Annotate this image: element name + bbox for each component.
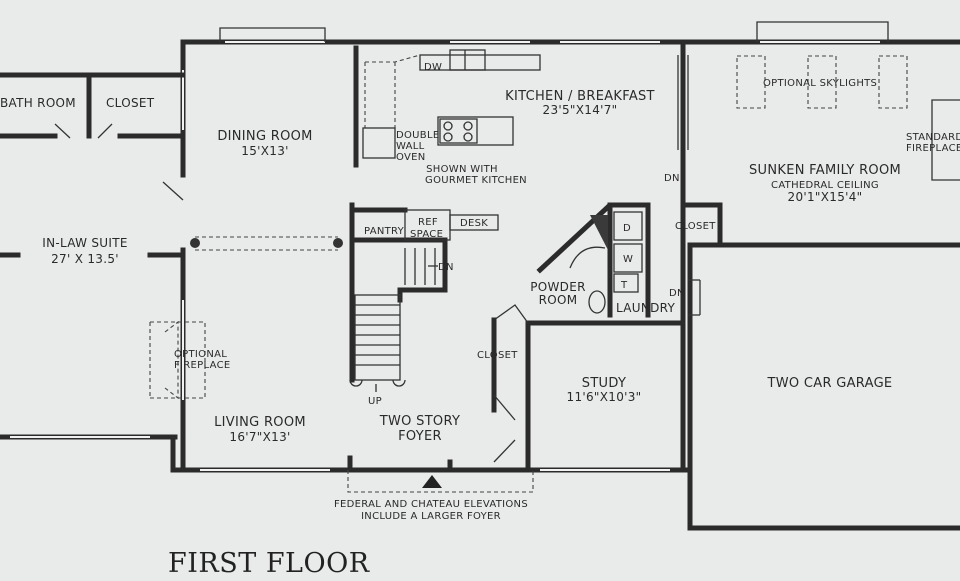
family-name: SUNKEN FAMILY ROOM (749, 163, 901, 178)
garage-name: TWO CAR GARAGE (767, 376, 893, 391)
ref-line1: REF (418, 217, 438, 228)
inlaw-name: IN-LAW SUITE (42, 236, 128, 250)
garage-down-label: DN (669, 288, 685, 299)
pantry-block (353, 207, 499, 241)
family-size: 20'1"X15'4" (788, 190, 863, 204)
interior-walls (170, 45, 723, 473)
windows (182, 41, 880, 471)
dining-name: DINING ROOM (217, 129, 312, 144)
plan-title: FIRST FLOOR (168, 548, 370, 579)
living-size: 16'7"X13' (229, 430, 290, 444)
dining-size: 15'X13' (241, 144, 288, 158)
ceiling-beam (190, 236, 343, 251)
note-labels: SHOWN WITH GOURMET KITCHEN OPTIONAL SKYL… (174, 78, 960, 522)
optional-fireplace-line1: OPTIONAL (174, 349, 227, 360)
washer-label: W (623, 254, 633, 265)
powder-line2: ROOM (539, 293, 578, 307)
gourmet-note-line1: SHOWN WITH (426, 164, 498, 175)
oven-line1: DOUBLE (396, 130, 439, 141)
entry-porch (347, 470, 534, 493)
fixture-labels: DW DOUBLE WALL OVEN D W T (396, 62, 633, 291)
living-name: LIVING ROOM (214, 415, 306, 430)
elevation-note-line2: INCLUDE A LARGER FOYER (361, 511, 501, 522)
gourmet-note-line2: GOURMET KITCHEN (425, 175, 527, 186)
standard-fireplace-line1: STANDARD (906, 132, 960, 143)
laundry-fixtures (569, 211, 701, 316)
dishwasher-label: DW (424, 62, 442, 73)
toilet-label: T (620, 280, 628, 291)
stairs-up-label: UP (368, 396, 382, 407)
stairs-down-label: DN (438, 262, 454, 273)
standard-fireplace-line2: FIREPLACE (906, 143, 960, 154)
optional-fireplace (149, 320, 206, 400)
inlaw-wing (0, 72, 186, 440)
oven-line2: WALL (396, 141, 425, 152)
closet-left-label: CLOSET (106, 96, 155, 110)
skylights (736, 55, 960, 181)
study-size: 11'6"X10'3" (567, 390, 642, 404)
closet-family-label: CLOSET (675, 221, 716, 232)
closet-foyer-label: CLOSET (477, 350, 518, 361)
elevation-note-line1: FEDERAL AND CHATEAU ELEVATIONS (334, 499, 528, 510)
kitchen-size: 23'5"X14'7" (543, 103, 618, 117)
kitchen-cabinets (362, 49, 689, 159)
laundry-label: LAUNDRY (616, 301, 676, 315)
powder-line1: POWDER (530, 280, 586, 294)
ref-line2: SPACE (410, 229, 443, 240)
bathroom-label: BATH ROOM (0, 96, 76, 110)
foyer-line2: FOYER (398, 429, 442, 444)
top-bays (219, 21, 889, 42)
skylights-note: OPTIONAL SKYLIGHTS (763, 78, 877, 89)
family-down-label: DN (664, 173, 680, 184)
inlaw-size: 27' X 13.5' (51, 252, 119, 266)
oven-line3: OVEN (396, 152, 426, 163)
stairs (349, 248, 438, 392)
study-name: STUDY (582, 376, 626, 391)
optional-fireplace-line2: FIREPLACE (174, 360, 230, 371)
room-labels: BATH ROOM CLOSET IN-LAW SUITE 27' X 13.5… (0, 89, 901, 444)
kitchen-name: KITCHEN / BREAKFAST (505, 89, 655, 104)
dryer-label: D (623, 223, 631, 234)
foyer-line1: TWO STORY (379, 414, 460, 429)
pantry-label: PANTRY (364, 226, 405, 237)
desk-label: DESK (460, 218, 488, 229)
family-ceiling: CATHEDRAL CEILING (771, 180, 879, 191)
